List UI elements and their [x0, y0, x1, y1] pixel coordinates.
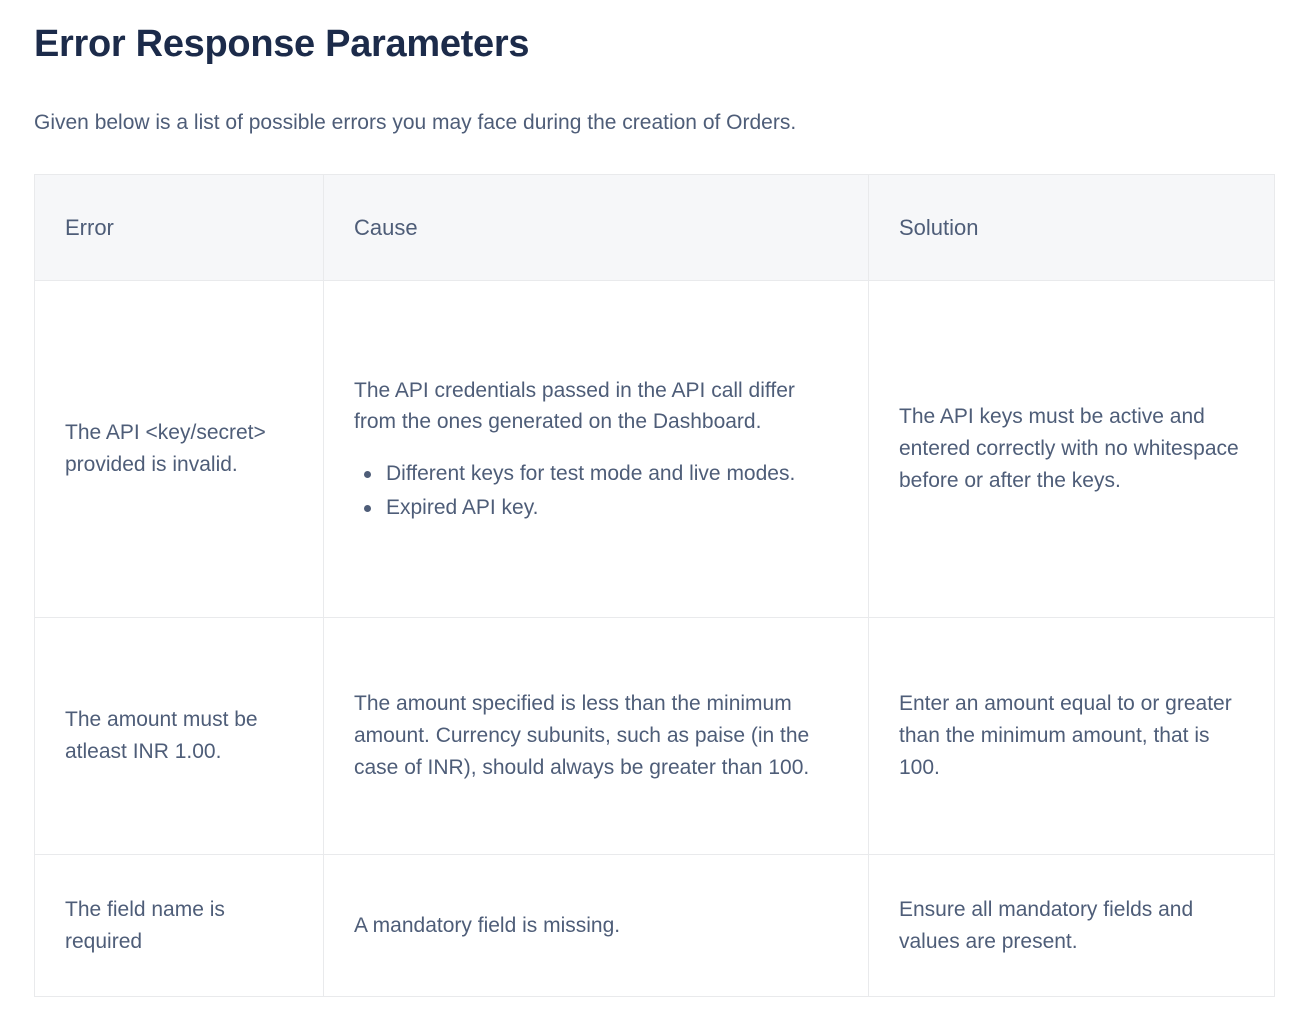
- cause-text: A mandatory field is missing.: [354, 913, 621, 937]
- table-header-row: Error Cause Solution: [34, 174, 1275, 282]
- table-row: The field name is required A mandatory f…: [34, 854, 1275, 997]
- error-text: The API <key/secret> provided is invalid…: [65, 421, 266, 477]
- cell-error: The API <key/secret> provided is invalid…: [34, 280, 324, 619]
- list-item: Expired API key.: [364, 492, 838, 524]
- error-response-table: Error Cause Solution The API <key/secret…: [34, 174, 1275, 998]
- solution-text: Enter an amount equal to or greater than…: [899, 692, 1232, 780]
- page-title: Error Response Parameters: [34, 23, 530, 65]
- column-header-error: Error: [34, 174, 324, 282]
- cause-text: The API credentials passed in the API ca…: [354, 378, 795, 434]
- cell-error: The field name is required: [34, 854, 324, 997]
- cell-cause: The amount specified is less than the mi…: [323, 617, 869, 856]
- table-row: The amount must be atleast INR 1.00. The…: [34, 617, 1275, 856]
- column-header-cause: Cause: [323, 174, 869, 282]
- column-header-solution: Solution: [868, 174, 1275, 282]
- cell-solution: Enter an amount equal to or greater than…: [868, 617, 1275, 856]
- cell-error: The amount must be atleast INR 1.00.: [34, 617, 324, 856]
- cell-solution: The API keys must be active and entered …: [868, 280, 1275, 619]
- intro-paragraph: Given below is a list of possible errors…: [34, 110, 797, 134]
- error-text: The amount must be atleast INR 1.00.: [65, 708, 258, 764]
- solution-text: The API keys must be active and entered …: [899, 405, 1239, 493]
- error-text: The field name is required: [65, 897, 225, 953]
- cause-text: The amount specified is less than the mi…: [354, 692, 810, 780]
- table-body: The API <key/secret> provided is invalid…: [34, 280, 1275, 997]
- table-row: The API <key/secret> provided is invalid…: [34, 280, 1275, 619]
- page-container: Error Response Parameters Given below is…: [34, 23, 1275, 998]
- list-item: Different keys for test mode and live mo…: [364, 458, 838, 490]
- cell-solution: Ensure all mandatory fields and values a…: [869, 855, 1275, 997]
- solution-text: Ensure all mandatory fields and values a…: [899, 897, 1194, 953]
- error-table-wrapper: Error Cause Solution The API <key/secret…: [34, 174, 1275, 998]
- table-header: Error Cause Solution: [34, 174, 1275, 282]
- cell-cause: The API credentials passed in the API ca…: [323, 280, 869, 619]
- cause-bullet-list: Different keys for test mode and live mo…: [354, 458, 838, 524]
- cell-cause: A mandatory field is missing.: [323, 854, 869, 997]
